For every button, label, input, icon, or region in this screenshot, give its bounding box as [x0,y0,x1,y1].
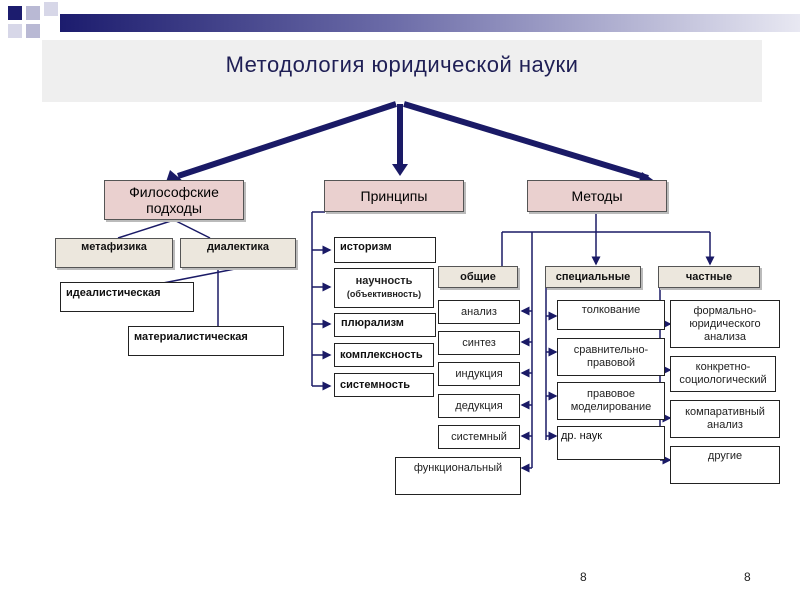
corner-decoration [0,0,70,60]
method-sociological: конкретно-социологический [670,356,776,392]
principle-scientific-label: научность [355,275,413,287]
principles-header: Принципы [324,180,464,212]
principle-historicism: историзм [334,237,436,263]
title-band [42,40,762,102]
deco-square [44,2,58,16]
principle-complexity: комплексность [334,343,434,367]
deco-square [26,6,40,20]
method-analysis: анализ [438,300,520,324]
line-idealistic [157,267,241,285]
idealistic-box: идеалистическая [60,282,194,312]
arrowhead [166,170,184,182]
method-systemic: системный [438,425,520,449]
principle-pluralism: плюрализм [334,313,436,337]
deco-square [8,24,22,38]
method-deduction: дедукция [438,394,520,418]
category-private: частные [658,266,760,288]
category-general: общие [438,266,518,288]
arrow-to-methods [403,101,649,181]
method-comparative: компаративный анализ [670,400,780,438]
method-induction: индукция [438,362,520,386]
method-other: другие [670,446,780,484]
deco-square [8,6,22,20]
materialistic-box: материалистическая [128,326,284,356]
line-metaphysics [117,219,175,239]
main-arrows [177,101,649,181]
principle-systemic: системность [334,373,434,397]
arrow-to-philosophy [177,101,397,179]
method-other-sciences: др. наук [557,426,665,460]
method-interpretation: толкование [557,300,665,330]
category-special: специальные [545,266,641,288]
metaphysics-box: метафизика [55,238,173,268]
method-legal-modeling: правовое моделирование [557,382,665,420]
principle-scientific: научность (объективность) [334,268,434,308]
dialectics-box: диалектика [180,238,296,268]
line-dialectics [173,219,211,239]
method-comparative-legal: сравнительно-правовой [557,338,665,376]
header-gradient-bar [60,14,800,32]
method-functional: функциональный [395,457,521,495]
page-number: 8 [744,570,751,584]
philosophy-header: Философские подходы [104,180,244,220]
deco-square [26,24,40,38]
arrowhead [392,164,408,176]
page-title: Методология юридической науки [225,52,579,77]
method-synthesis: синтез [438,331,520,355]
method-formal-legal: формально-юридического анализа [670,300,780,348]
principle-scientific-sub: (объективность) [346,289,422,299]
page-number: 8 [580,570,587,584]
methods-header: Методы [527,180,667,212]
